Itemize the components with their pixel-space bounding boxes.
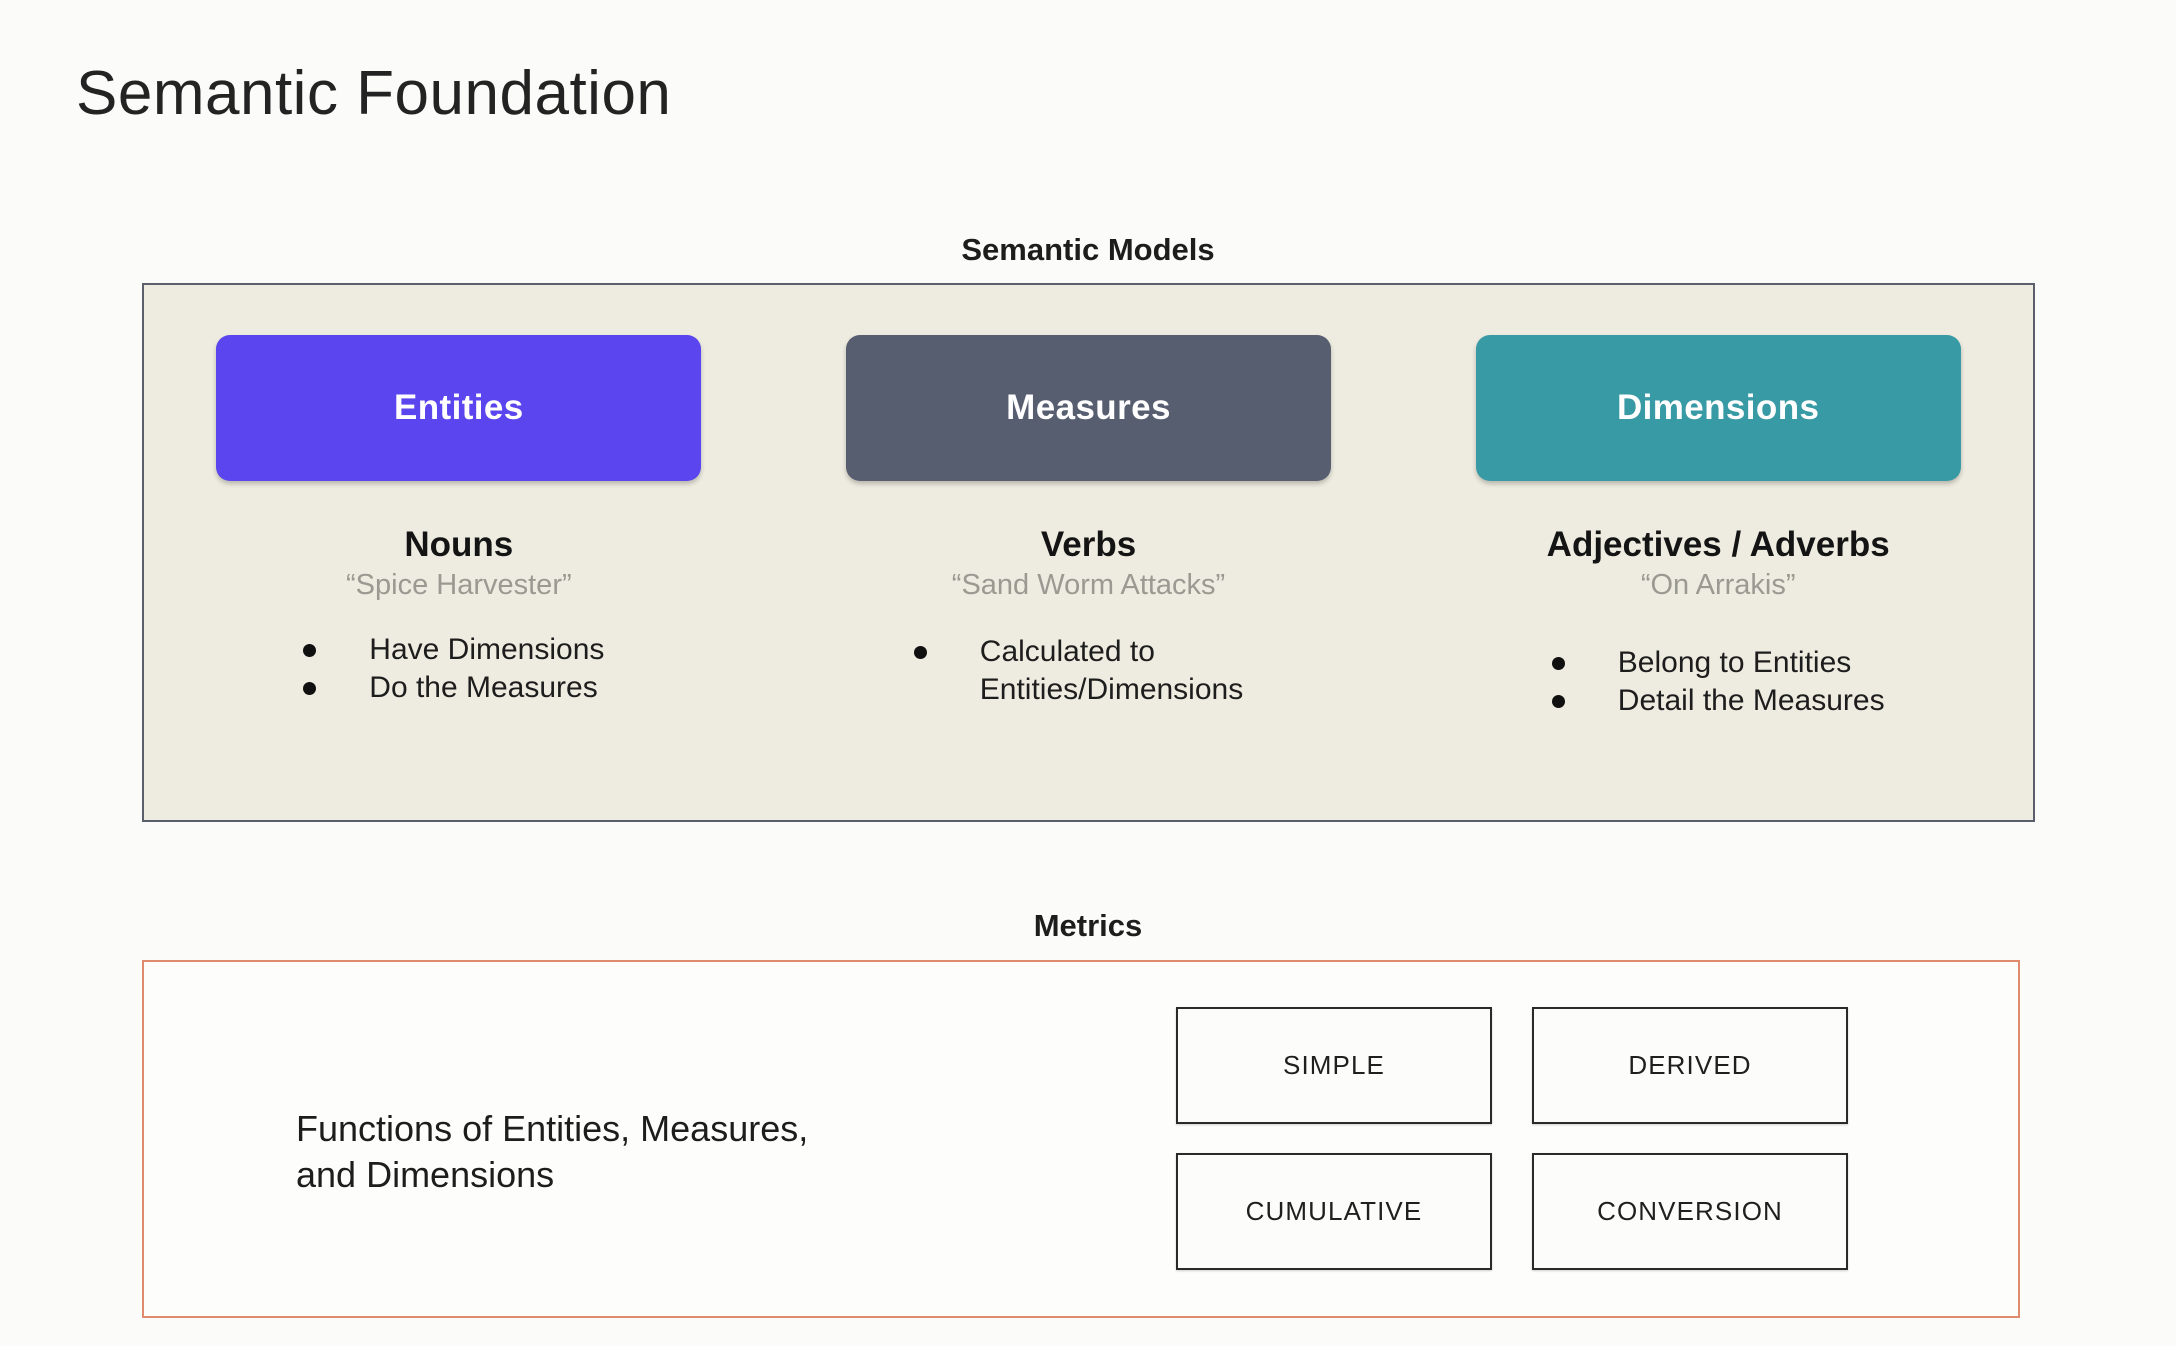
bullet-dot: [1551, 695, 1565, 709]
metric-type-derived-label: DERIVED: [1628, 1050, 1752, 1080]
measures-pill-label: Measures: [1006, 388, 1171, 427]
entities-bullet-list: Have Dimensions Do the Measures: [303, 631, 604, 708]
dimensions-example: “On Arrakis”: [1640, 568, 1796, 601]
semantic-column-dimensions: Dimensions Adjectives / Adverbs “On Arra…: [1403, 285, 2033, 820]
metric-type-simple-label: SIMPLE: [1283, 1050, 1385, 1080]
list-item: Belong to Entities: [1551, 644, 1885, 682]
list-item: Detail the Measures: [1551, 682, 1885, 720]
metric-type-simple[interactable]: SIMPLE: [1176, 1007, 1492, 1124]
list-item-label: Have Dimensions: [369, 632, 605, 666]
list-item: Do the Measures: [303, 669, 604, 707]
metrics-description: Functions of Entities, Measures, and Dim…: [296, 1108, 809, 1196]
semantic-models-panel: Entities Nouns “Spice Harvester” Have Di…: [142, 283, 2035, 822]
measures-part-of-speech: Verbs: [1040, 525, 1137, 564]
metric-type-derived[interactable]: DERIVED: [1532, 1007, 1848, 1124]
measures-bullet-list: Calculated to Entities/Dimensions: [913, 633, 1244, 710]
list-item: Have Dimensions: [303, 631, 604, 669]
metrics-heading: Metrics: [1033, 908, 1143, 943]
metric-type-conversion[interactable]: CONVERSION: [1532, 1153, 1848, 1270]
page-title: Semantic Foundation: [76, 59, 672, 128]
entities-pill[interactable]: Entities: [216, 335, 702, 481]
semantic-column-measures: Measures Verbs “Sand Worm Attacks” Calcu…: [774, 285, 1404, 820]
bullet-dot: [913, 645, 927, 659]
dimensions-pill-label: Dimensions: [1616, 388, 1820, 427]
metric-type-cumulative-label: CUMULATIVE: [1245, 1196, 1423, 1226]
entities-example: “Spice Harvester”: [346, 568, 572, 601]
entities-pill-label: Entities: [394, 388, 524, 427]
list-item-label: Do the Measures: [369, 671, 598, 705]
semantic-models-heading: Semantic Models: [961, 232, 1215, 267]
semantic-models-columns: Entities Nouns “Spice Harvester” Have Di…: [144, 285, 2033, 820]
bullet-dot: [303, 682, 317, 696]
bullet-dot: [1551, 656, 1565, 670]
semantic-column-entities: Entities Nouns “Spice Harvester” Have Di…: [144, 285, 774, 820]
entities-part-of-speech: Nouns: [404, 525, 514, 564]
list-item: Calculated to Entities/Dimensions: [913, 633, 1244, 710]
measures-example: “Sand Worm Attacks”: [951, 568, 1226, 601]
dimensions-bullet-list: Belong to Entities Detail the Measures: [1551, 644, 1885, 721]
measures-pill[interactable]: Measures: [846, 335, 1331, 481]
metric-type-grid: SIMPLE DERIVED CUMULATIVE CONVERSION: [1176, 1007, 1848, 1270]
metric-type-conversion-label: CONVERSION: [1597, 1196, 1783, 1226]
metric-type-cumulative[interactable]: CUMULATIVE: [1176, 1153, 1492, 1270]
bullet-dot: [303, 643, 317, 657]
metrics-panel: Functions of Entities, Measures, and Dim…: [142, 960, 2020, 1318]
dimensions-pill[interactable]: Dimensions: [1475, 335, 1961, 481]
list-item-label: Calculated to Entities/Dimensions: [979, 634, 1244, 707]
list-item-label: Detail the Measures: [1617, 684, 1885, 718]
dimensions-part-of-speech: Adjectives / Adverbs: [1546, 525, 1890, 564]
list-item-label: Belong to Entities: [1617, 645, 1852, 679]
